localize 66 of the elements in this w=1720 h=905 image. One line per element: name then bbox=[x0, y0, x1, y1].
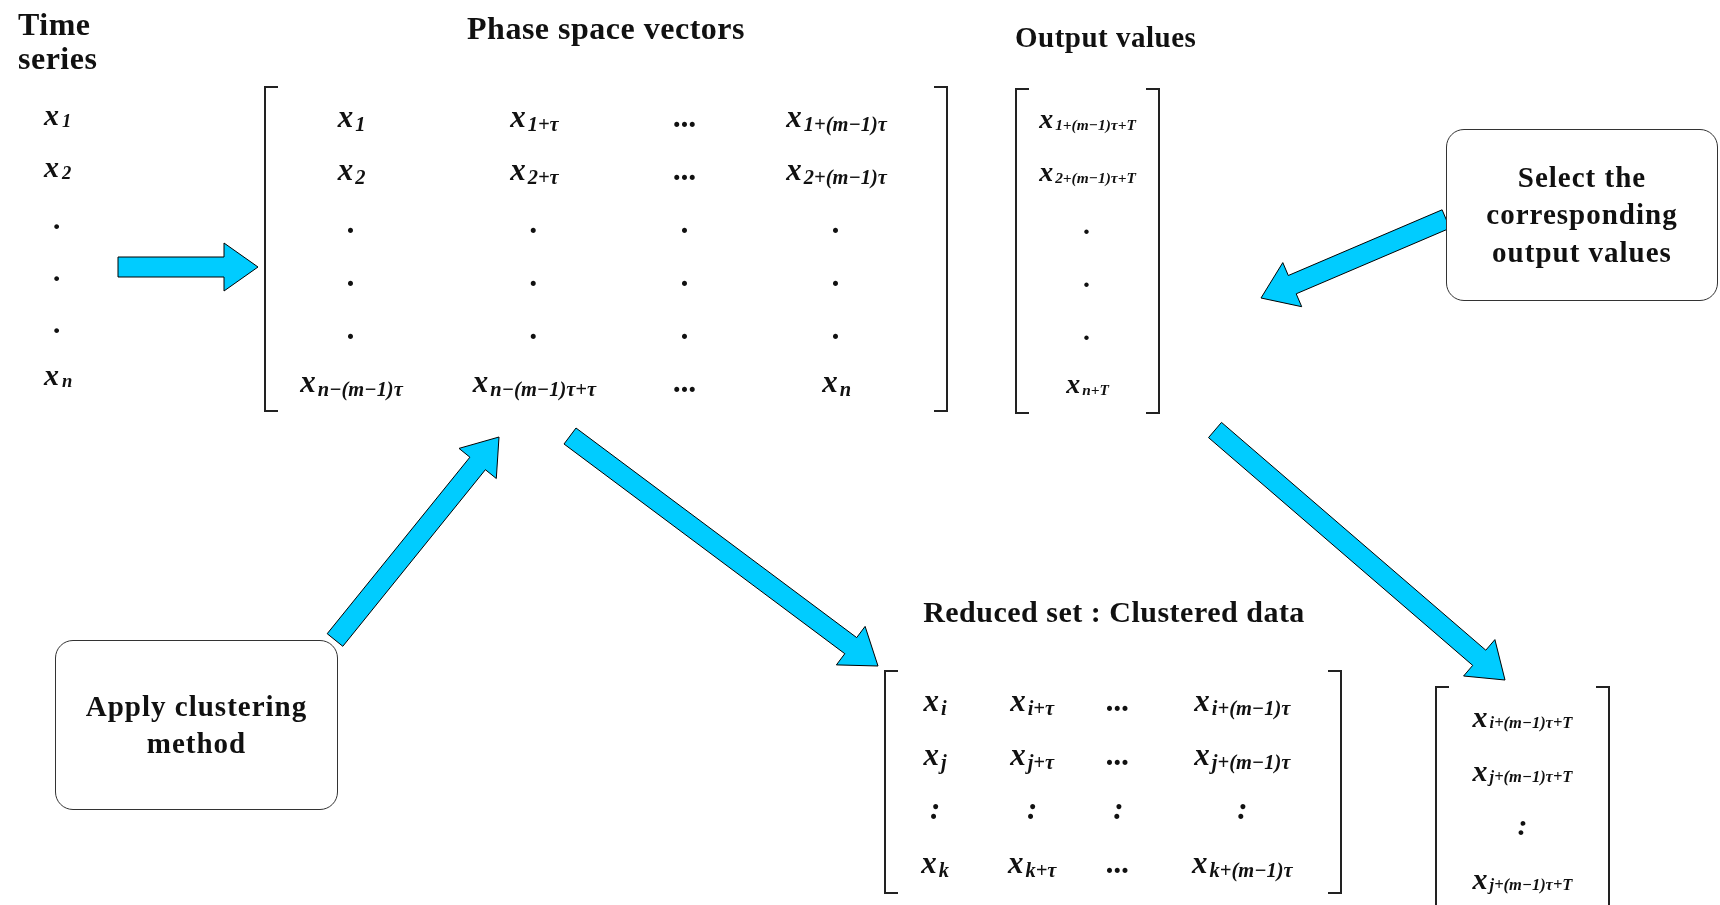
matrix-heading: Reduced set : Clustered data bbox=[923, 596, 1305, 628]
matrix-entry: x$_{i+(m−1)τ}$ bbox=[1193, 682, 1292, 722]
matrix-entry: ... bbox=[1105, 736, 1131, 774]
matrix-entry: x$_{j+(m−1)τ}$ bbox=[1193, 736, 1292, 776]
matrix-entry: x$_{1+(m−1)τ}$ bbox=[785, 97, 889, 138]
matrix-entry: x$_{n−(m−1)τ}$ bbox=[299, 362, 405, 403]
block-arrow bbox=[1208, 421, 1506, 681]
matrix-entry: . bbox=[680, 203, 691, 242]
matrix-entry: x$_{2+(m−1)τ+T}$ bbox=[1038, 154, 1138, 189]
matrix-entry: x$_{j}$ bbox=[922, 736, 948, 776]
matrix-entry: : bbox=[1236, 790, 1249, 828]
matrix-entry: : bbox=[1112, 790, 1125, 828]
matrix-entry: x$_{n+T}$ bbox=[1065, 366, 1111, 401]
matrix-entry: x$_{1+τ}$ bbox=[509, 97, 560, 138]
sequence-value: x$_{2}$ bbox=[42, 149, 73, 186]
matrix-entry: . bbox=[680, 309, 691, 348]
matrix-heading: Output values bbox=[1015, 22, 1197, 53]
matrix-entry: . bbox=[529, 256, 540, 295]
matrix-entry: x$_{j+(m−1)τ+T}$ bbox=[1471, 753, 1574, 789]
matrix-entry: . bbox=[529, 309, 540, 348]
matrix-entry: ... bbox=[1105, 844, 1131, 882]
matrix-entry: . bbox=[1083, 313, 1092, 348]
matrix-entry: : bbox=[1516, 807, 1529, 843]
block-arrow bbox=[563, 427, 879, 667]
matrix-entry: x$_{k+(m−1)τ}$ bbox=[1190, 844, 1294, 884]
matrix-entry: : bbox=[928, 790, 942, 828]
matrix-heading: Phase space vectors bbox=[467, 12, 745, 46]
matrix-entry: . bbox=[831, 256, 842, 295]
matrix-entry: . bbox=[831, 203, 842, 242]
matrix-entry: ... bbox=[672, 362, 699, 401]
block-arrow bbox=[117, 242, 259, 292]
matrix-entry: . bbox=[1083, 207, 1092, 242]
matrix-entry: x$_{2+(m−1)τ}$ bbox=[785, 150, 889, 191]
matrix-entry: . bbox=[346, 203, 357, 242]
matrix-entry: : bbox=[1025, 790, 1039, 828]
column-heading: Time series bbox=[18, 8, 99, 76]
matrix-entry: ... bbox=[672, 97, 699, 136]
matrix-entry: ... bbox=[1105, 682, 1131, 720]
sequence-value: . bbox=[53, 253, 63, 290]
sequence-value: . bbox=[53, 201, 63, 238]
matrix-entry: x$_{k}$ bbox=[920, 844, 950, 884]
matrix-entry: x$_{j+τ}$ bbox=[1009, 736, 1056, 776]
matrix-entry: . bbox=[680, 256, 691, 295]
matrix-entry: x$_{2+τ}$ bbox=[509, 150, 560, 191]
matrix-entry: x$_{i}$ bbox=[922, 682, 948, 722]
sequence-value: x$_{1}$ bbox=[42, 97, 73, 134]
matrix-entry: x$_{1+(m−1)τ+T}$ bbox=[1038, 101, 1138, 136]
matrix-entry: x$_{i+(m−1)τ+T}$ bbox=[1471, 699, 1574, 735]
matrix-entry: x$_{j+(m−1)τ+T}$ bbox=[1471, 861, 1574, 897]
matrix-entry: . bbox=[1083, 260, 1092, 295]
matrix-entry: x$_{n}$ bbox=[821, 362, 853, 403]
matrix-entry: x$_{1}$ bbox=[336, 97, 367, 138]
matrix-entry: x$_{2}$ bbox=[336, 150, 367, 191]
sequence-value: . bbox=[53, 305, 63, 342]
matrix-entry: x$_{k+τ}$ bbox=[1006, 844, 1058, 884]
matrix-entry: ... bbox=[672, 150, 699, 189]
process-box: Apply clustering method bbox=[55, 640, 338, 810]
matrix-entry: x$_{n−(m−1)τ+τ}$ bbox=[471, 362, 598, 403]
matrix-entry: . bbox=[831, 309, 842, 348]
matrix-entry: . bbox=[346, 309, 357, 348]
process-box: Select the corresponding output values bbox=[1446, 129, 1718, 301]
matrix-entry: x$_{i+τ}$ bbox=[1009, 682, 1056, 722]
matrix-entry: . bbox=[346, 256, 357, 295]
sequence-value: x$_{n}$ bbox=[42, 357, 74, 394]
matrix-entry: . bbox=[529, 203, 540, 242]
block-arrow bbox=[326, 436, 500, 647]
